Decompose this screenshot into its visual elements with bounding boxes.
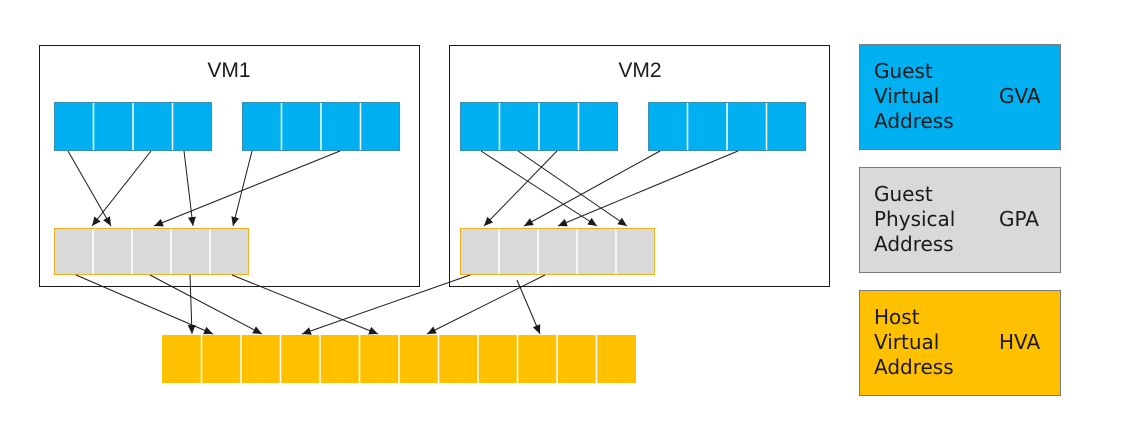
- vm1-gpa-hva-arrow: [231, 274, 379, 335]
- vm1-gva-gpa-arrow: [67, 150, 112, 227]
- hva-block-cell: [517, 335, 557, 383]
- vm2-gva-gpa-arrow: [523, 150, 661, 227]
- vm1-gva-block-b-cell: [242, 102, 282, 151]
- vm2-gva-block-a-cell: [499, 102, 539, 151]
- vm1-gva-gpa-arrow: [183, 150, 196, 227]
- vm1-gva-gpa-arrow: [153, 150, 341, 227]
- vm1-gva-block-b: [242, 102, 400, 151]
- legend-hva-name: Host Virtual Address: [874, 305, 954, 379]
- vm1-gpa-block-cell: [210, 228, 249, 275]
- vm1-gpa-block-cell: [54, 228, 93, 275]
- legend-gpa-box: Guest Physical Address GPA: [859, 167, 1061, 273]
- vm1-gva-block-a-cell: [54, 102, 94, 151]
- vm2-gva-block-b-cell: [727, 102, 767, 151]
- hva-block-cell: [478, 335, 518, 383]
- legend-gva-abbr: GVA: [999, 84, 1041, 108]
- hva-block-cell: [201, 335, 241, 383]
- vm1-gpa-hva-arrow: [75, 274, 214, 335]
- vm2-gva-block-b-cell: [687, 102, 727, 151]
- hva-block-cell: [399, 335, 439, 383]
- vm2-gva-block-a-cell: [578, 102, 618, 151]
- hva-block-cell: [280, 335, 320, 383]
- vm1-gva-gpa-arrow: [231, 150, 253, 227]
- vm2-gva-block-a-cell: [539, 102, 579, 151]
- hva-block-cell: [596, 335, 636, 383]
- vm2-gva-block-a-cell: [460, 102, 500, 151]
- vm2-gpa-block: [460, 228, 655, 275]
- vm2-gva-block-b-outline: [648, 102, 806, 151]
- hva-block: [162, 335, 636, 383]
- vm2-gpa-block-cell: [616, 228, 655, 275]
- vm2-gpa-block-cell: [538, 228, 577, 275]
- hva-block-cell: [359, 335, 399, 383]
- vm1-gpa-hva-arrow: [149, 274, 263, 335]
- hva-block-cell: [438, 335, 478, 383]
- vm1-gpa-block-outline: [54, 228, 249, 275]
- vm1-gpa-block: [54, 228, 249, 275]
- vm2-gva-block-b: [648, 102, 806, 151]
- vm2-gpa-block-cell: [460, 228, 499, 275]
- vm1-gva-block-a-cell: [133, 102, 173, 151]
- vm2-gpa-hva-arrow: [516, 279, 541, 335]
- vm2-gpa-hva-arrow: [426, 274, 546, 335]
- hva-block-cell: [241, 335, 281, 383]
- vm2-gpa-block-outline: [460, 228, 655, 275]
- vm2-gva-block-b-cell: [648, 102, 688, 151]
- vm2-gva-gpa-arrow: [557, 150, 739, 227]
- vm1-gva-block-a-cell: [172, 102, 212, 151]
- vm2-gva-block-a-outline: [460, 102, 618, 151]
- vm1-gpa-block-cell: [132, 228, 171, 275]
- vm1-gva-block-a-cell: [93, 102, 133, 151]
- vm1-gva-block-b-cell: [360, 102, 400, 151]
- legend-gva-name: Guest Virtual Address: [874, 59, 954, 133]
- vm1-gpa-hva-arrow: [187, 274, 196, 335]
- vm2-gva-gpa-arrow: [483, 150, 558, 227]
- hva-block-cell: [162, 335, 202, 383]
- vm2-gpa-hva-arrow: [301, 274, 471, 335]
- legend-hva-box: Host Virtual Address HVA: [859, 290, 1061, 396]
- legend-gpa-name: Guest Physical Address: [874, 182, 956, 256]
- vm1-label: VM1: [207, 59, 250, 82]
- vm1-gpa-block-cell: [93, 228, 132, 275]
- vm2-gpa-block-cell: [499, 228, 538, 275]
- hva-block-cell: [557, 335, 597, 383]
- vm2-label: VM2: [618, 59, 661, 82]
- vm1-gpa-block-cell: [171, 228, 210, 275]
- vm1-gva-block-b-cell: [321, 102, 361, 151]
- legend-hva-abbr: HVA: [999, 330, 1041, 354]
- vm2-gva-block-b-cell: [766, 102, 806, 151]
- vm2-gva-gpa-arrow: [480, 150, 598, 227]
- hva-block-cell: [320, 335, 360, 383]
- legend-gpa-abbr: GPA: [999, 207, 1039, 231]
- legend-gva-box: Guest Virtual Address GVA: [859, 44, 1061, 150]
- vm1-gva-block-b-outline: [242, 102, 400, 151]
- vm1-gva-block-a: [54, 102, 212, 151]
- vm2-gva-gpa-arrow: [517, 150, 628, 227]
- vm2-gva-block-a: [460, 102, 618, 151]
- vm2-gpa-block-cell: [577, 228, 616, 275]
- vm1-gva-block-a-outline: [54, 102, 212, 151]
- vm1-gva-block-b-cell: [281, 102, 321, 151]
- vm1-gva-gpa-arrow: [91, 150, 152, 227]
